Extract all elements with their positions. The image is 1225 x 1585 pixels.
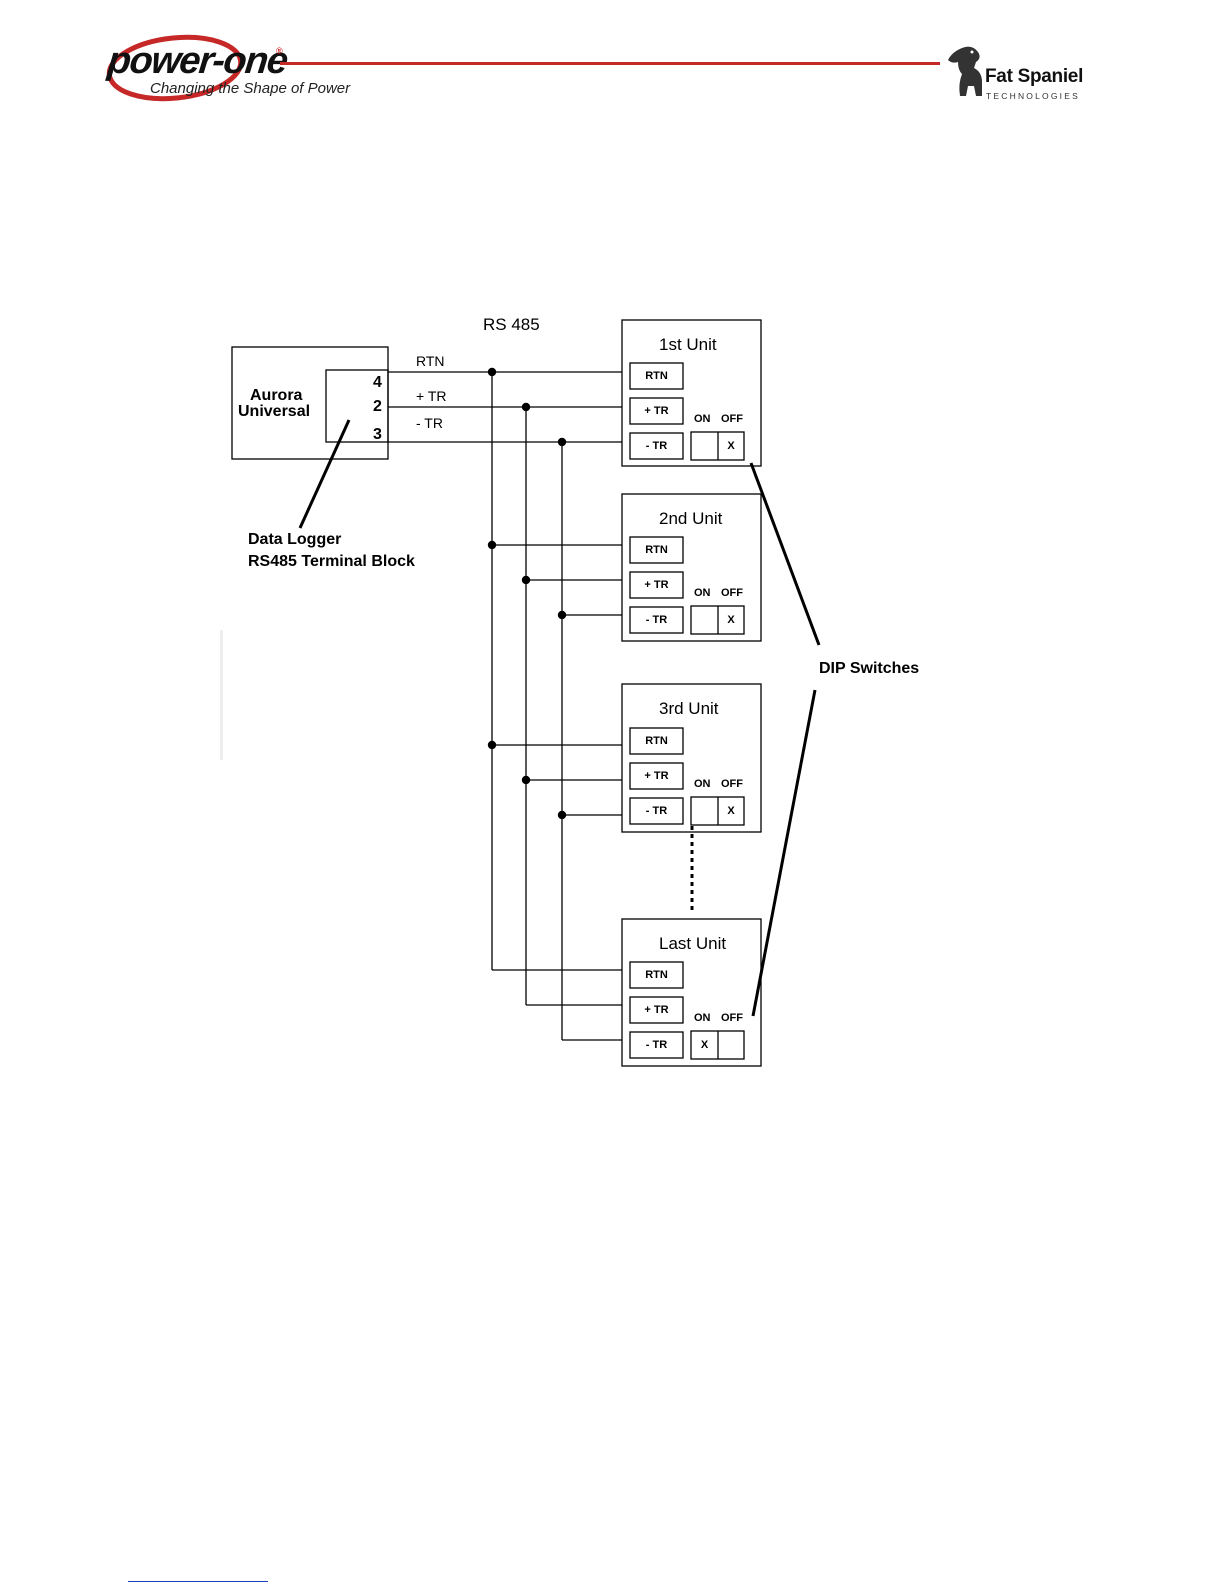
dip-callout-line-bottom [753,690,815,1016]
switch-off-label: OFF [721,1012,743,1024]
terminal-label: RTN [630,963,683,987]
dip-switches-label: DIP Switches [819,660,919,678]
wire-label-minus-tr: - TR [416,415,443,431]
wire-label-plus-tr: + TR [416,388,446,404]
logger-pin: 2 [373,398,382,416]
terminal-label: + TR [630,764,683,788]
unit-title: Last Unit [659,934,726,954]
terminal-label: - TR [630,799,683,823]
logger-name-line2: Universal [238,403,310,421]
logger-pin: 4 [373,374,382,392]
terminal-label: RTN [630,729,683,753]
bus-label: RS 485 [483,315,540,335]
switch-on-label: ON [694,587,711,599]
dip-off-position[interactable]: X [718,799,744,823]
dip-off-position[interactable]: X [718,434,744,458]
switch-off-label: OFF [721,587,743,599]
dip-off-position[interactable]: X [718,608,744,632]
unit-title: 3rd Unit [659,699,719,719]
wire-label-rtn: RTN [416,353,445,369]
terminal-label: RTN [630,538,683,562]
footer-rule [128,1581,268,1582]
logger-callout-line1: Data Logger [248,531,341,549]
unit-title: 2nd Unit [659,509,722,529]
terminal-label: - TR [630,434,683,458]
terminal-label: - TR [630,1033,683,1057]
terminal-label: + TR [630,399,683,423]
logger-callout-line [300,420,349,528]
switch-on-label: ON [694,413,711,425]
switch-off-label: OFF [721,413,743,425]
switch-on-label: ON [694,1012,711,1024]
switch-on-label: ON [694,778,711,790]
dip-on-position[interactable]: X [691,1033,718,1057]
logger-callout-line2: RS485 Terminal Block [248,553,415,571]
unit-title: 1st Unit [659,335,717,355]
terminal-label: + TR [630,573,683,597]
terminal-label: RTN [630,364,683,388]
terminal-label: + TR [630,998,683,1022]
logger-pin: 3 [373,426,382,444]
switch-off-label: OFF [721,778,743,790]
terminal-label: - TR [630,608,683,632]
